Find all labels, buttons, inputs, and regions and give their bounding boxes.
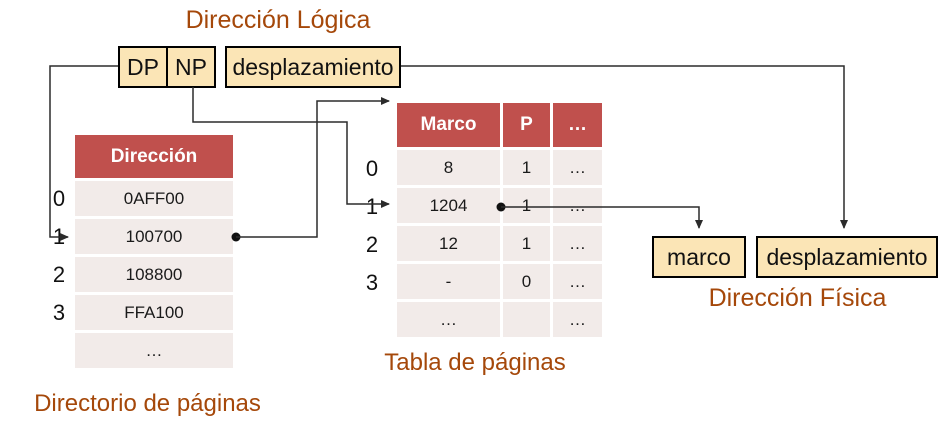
page-table-cell: 1204 [397, 188, 500, 223]
directory-row: FFA100 [75, 295, 233, 330]
page-table-cell: 1 [503, 188, 550, 223]
page-table-cell: - [397, 264, 500, 299]
directory-row: … [75, 333, 233, 368]
page-table-row-index: 0 [365, 156, 379, 181]
physical-address-caption: Dirección Física [708, 284, 887, 312]
page-table-cell: … [553, 264, 602, 299]
page-directory-caption: Directorio de páginas [34, 390, 261, 417]
page-table-row: 1204 1 … [397, 188, 602, 223]
physical-offset-field: desplazamiento [756, 236, 938, 278]
page-table-header-p: P [503, 103, 550, 147]
np-field: NP [166, 46, 216, 88]
page-table-header-row: Marco P … [397, 103, 602, 147]
logical-offset-field: desplazamiento [225, 46, 401, 88]
page-table-cell: … [397, 302, 500, 337]
page-table-row-index: 3 [365, 270, 379, 295]
directory-row-index: 2 [52, 262, 66, 287]
page-directory-table: Dirección 0AFF00 100700 108800 FFA100 … [75, 135, 233, 371]
directory-row: 0AFF00 [75, 181, 233, 216]
page-table-caption: Tabla de páginas [384, 349, 566, 376]
directory-row: 100700 [75, 219, 233, 254]
page-table-cell [503, 302, 550, 337]
page-table-row-index: 1 [365, 194, 379, 219]
page-table-cell: … [553, 302, 602, 337]
page-table-row: … … [397, 302, 602, 337]
directory-row-index: 1 [52, 224, 66, 249]
page-table-cell: … [553, 150, 602, 185]
logical-address-title: Dirección Lógica [185, 6, 371, 34]
page-table-cell: 1 [503, 226, 550, 261]
page-table: Marco P … 8 1 … 1204 1 … 12 1 … - 0 … … … [397, 103, 602, 340]
page-table-header-more: … [553, 103, 602, 147]
page-table-header-marco: Marco [397, 103, 500, 147]
dp-field: DP [118, 46, 168, 88]
physical-frame-field: marco [652, 236, 746, 278]
directory-row: 108800 [75, 257, 233, 292]
logical-address-fields: DP NP [118, 46, 216, 88]
page-table-row: 8 1 … [397, 150, 602, 185]
directory-row-index: 3 [52, 300, 66, 325]
page-table-cell: 0 [503, 264, 550, 299]
page-table-row-index: 2 [365, 232, 379, 257]
page-table-cell: … [553, 188, 602, 223]
page-table-cell: 12 [397, 226, 500, 261]
page-table-cell: 1 [503, 150, 550, 185]
page-table-row: 12 1 … [397, 226, 602, 261]
page-table-cell: … [553, 226, 602, 261]
page-table-row: - 0 … [397, 264, 602, 299]
directory-row-index: 0 [52, 186, 66, 211]
directory-header: Dirección [75, 135, 233, 178]
page-table-cell: 8 [397, 150, 500, 185]
